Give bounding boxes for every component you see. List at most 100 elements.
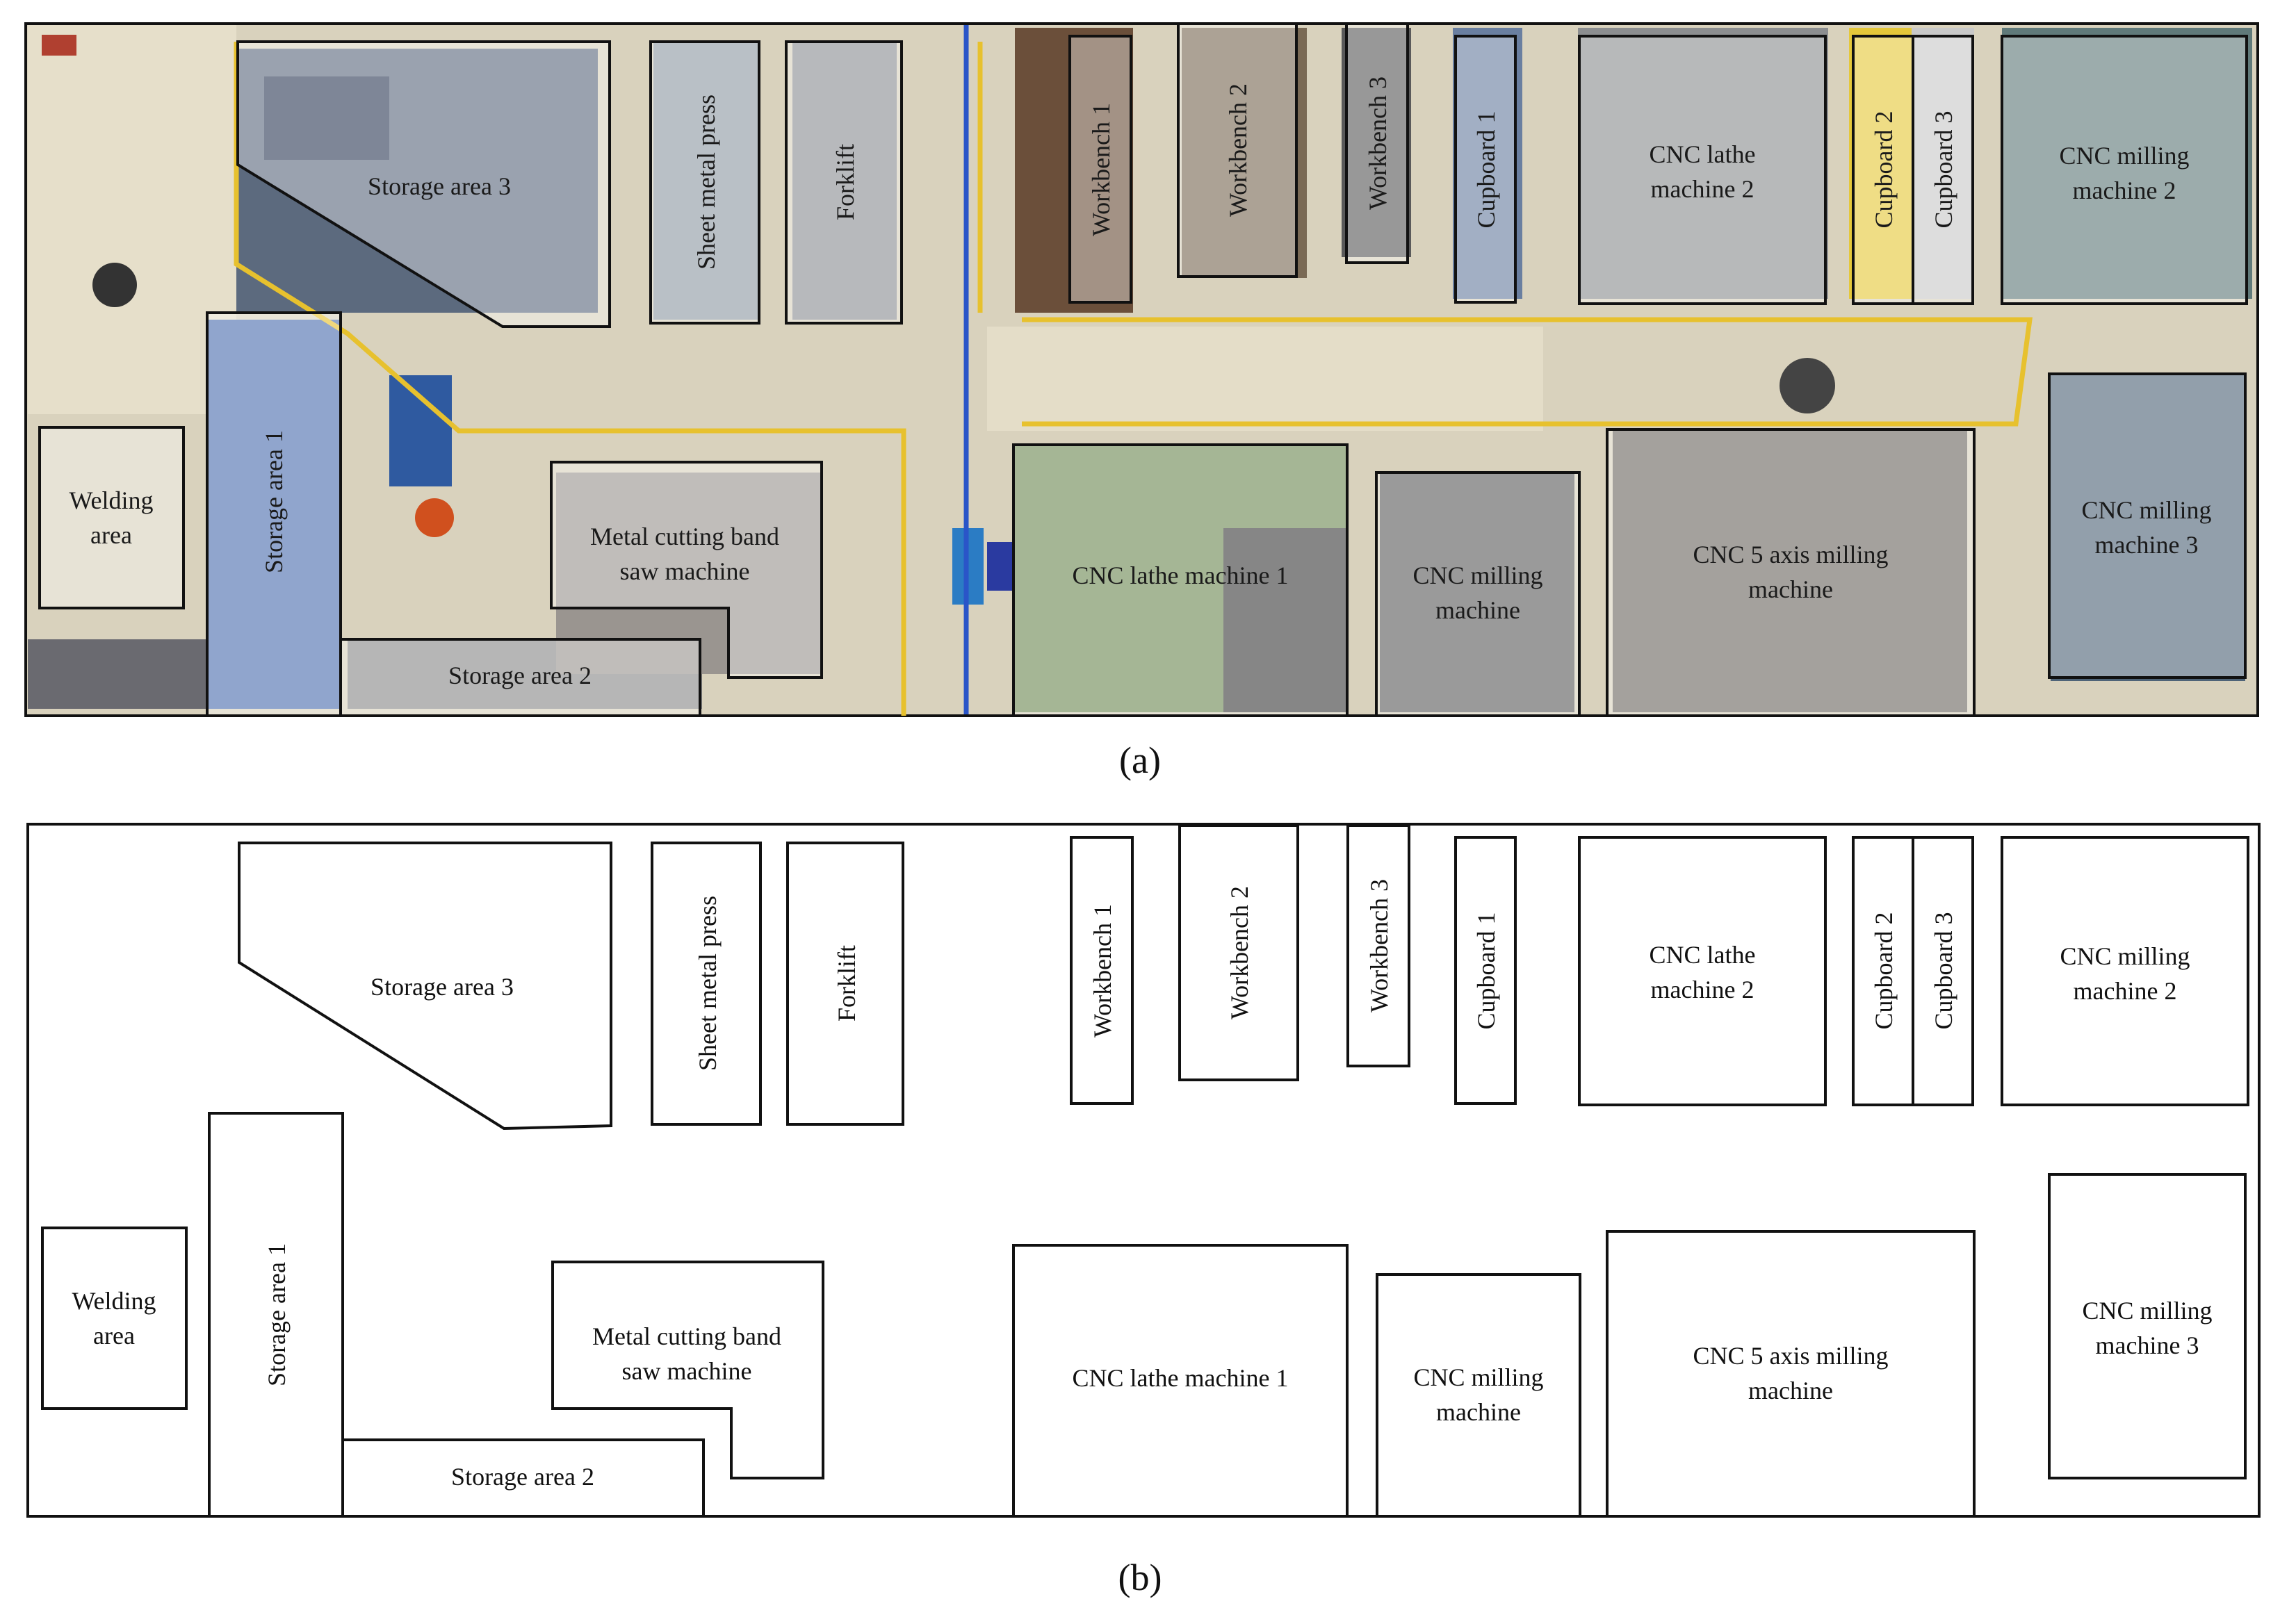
label-line: machine 2 xyxy=(2074,977,2177,1005)
label-workbench-1: Workbench 1 xyxy=(1089,904,1116,1037)
label-storage-area-2: Storage area 2 xyxy=(448,662,592,689)
label-workbench-1: Workbench 1 xyxy=(1087,103,1115,236)
zone-workbench-1 xyxy=(1068,35,1132,304)
label-line: saw machine xyxy=(620,557,750,585)
equipment-blob xyxy=(42,35,76,56)
label-line: machine 2 xyxy=(1651,976,1754,1003)
label-forklift: Forklift xyxy=(833,945,861,1022)
label-storage-area-1: Storage area 1 xyxy=(260,430,288,573)
label-band-saw: Metal cutting band saw machine xyxy=(590,523,779,585)
label-line: Welding xyxy=(69,486,153,514)
label-line: area xyxy=(93,1322,135,1350)
zone-cupboard-3 xyxy=(1912,35,1974,305)
zone-cnc-lathe-1 xyxy=(1012,443,1349,717)
panel-b-labels: Storage area 3 Sheet metal press Forklif… xyxy=(72,879,2212,1491)
equipment-blob xyxy=(1849,28,1912,299)
label-line: CNC 5 axis milling xyxy=(1693,1342,1888,1370)
label-line: Metal cutting band xyxy=(590,523,779,550)
label-line: Metal cutting band xyxy=(592,1322,781,1350)
panel-a: Storage area 3 Sheet metal press Forklif… xyxy=(24,22,2259,781)
label-workbench-3: Workbench 3 xyxy=(1364,76,1392,210)
caption-b: (b) xyxy=(1118,1557,1162,1598)
equipment-blob xyxy=(209,320,341,709)
zone-workbench-3 xyxy=(1346,824,1410,1067)
label-storage-area-3: Storage area 3 xyxy=(370,973,514,1001)
panel-a-zones xyxy=(38,22,2248,717)
label-line: CNC milling xyxy=(1413,1363,1543,1391)
label-storage-area-2: Storage area 2 xyxy=(451,1463,594,1491)
label-line: machine xyxy=(1748,575,1833,603)
zone-welding-area xyxy=(38,426,185,609)
label-line: machine xyxy=(1435,596,1520,624)
label-cnc-lathe-1: CNC lathe machine 1 xyxy=(1073,561,1289,589)
label-line: CNC milling xyxy=(2081,496,2211,524)
zone-band-saw xyxy=(551,1261,824,1479)
label-sheet-metal-press: Sheet metal press xyxy=(692,95,720,270)
safety-line xyxy=(1022,317,2033,427)
floor-light-patch xyxy=(987,327,1543,431)
safety-lines xyxy=(234,42,2033,716)
zone-cupboard-2 xyxy=(1852,35,1914,305)
label-cupboard-2: Cupboard 2 xyxy=(1870,912,1898,1030)
equipment-blob xyxy=(1613,431,1967,712)
zone-sheet-metal-press xyxy=(649,40,760,325)
equipment-blob xyxy=(1015,28,1133,313)
zone-storage-area-3 xyxy=(238,842,612,1131)
label-workbench-2: Workbench 2 xyxy=(1226,886,1253,1019)
zone-storage-area-1 xyxy=(206,311,342,717)
zone-storage-area-2 xyxy=(339,638,701,717)
label-line: CNC lathe xyxy=(1650,140,1756,168)
equipment-blob xyxy=(415,498,454,537)
equipment-blob xyxy=(2002,28,2252,299)
label-cnc-milling: CNC milling machine xyxy=(1412,561,1542,624)
label-line: machine xyxy=(1436,1398,1521,1426)
equipment-blob xyxy=(389,375,452,486)
zone-cnc-lathe-2 xyxy=(1578,35,1827,305)
label-cupboard-2: Cupboard 2 xyxy=(1870,111,1898,229)
equipment-blob xyxy=(1342,28,1411,257)
label-storage-area-1: Storage area 1 xyxy=(263,1243,291,1386)
zone-band-saw xyxy=(550,461,823,679)
equipment-blob xyxy=(653,42,758,320)
label-cnc-lathe-2: CNC lathe machine 2 xyxy=(1650,941,1756,1003)
label-line: Welding xyxy=(72,1287,156,1315)
zone-storage-area-3 xyxy=(236,40,611,328)
equipment-blob xyxy=(28,639,209,709)
panel-b: Storage area 3 Sheet metal press Forklif… xyxy=(26,823,2261,1598)
equipment-blob xyxy=(264,76,389,160)
label-cupboard-3: Cupboard 3 xyxy=(1930,111,1957,229)
label-storage-area-3: Storage area 3 xyxy=(368,172,511,200)
label-welding-area: Welding area xyxy=(72,1287,156,1350)
label-line: CNC lathe xyxy=(1650,941,1756,969)
zone-storage-area-1 xyxy=(208,1112,344,1518)
label-line: CNC milling xyxy=(2082,1297,2212,1324)
zone-cnc-milling-2 xyxy=(2001,35,2248,305)
zone-forklift xyxy=(786,842,904,1126)
zone-cnc-lathe-1 xyxy=(1012,1244,1349,1518)
zone-cnc-milling-3 xyxy=(2048,1173,2247,1479)
photo-equipment-background xyxy=(28,25,2252,712)
zone-cnc-milling-2 xyxy=(2001,836,2249,1106)
equipment-blob xyxy=(1182,28,1307,278)
safety-line xyxy=(234,42,906,716)
label-cnc-lathe-1: CNC lathe machine 1 xyxy=(1073,1364,1289,1392)
label-cnc-5axis: CNC 5 axis milling machine xyxy=(1693,541,1888,603)
label-cnc-milling: CNC milling machine xyxy=(1413,1363,1543,1426)
label-line: CNC 5 axis milling xyxy=(1693,541,1888,568)
zone-forklift xyxy=(785,40,903,325)
zone-workbench-1 xyxy=(1070,836,1134,1105)
label-line: area xyxy=(90,521,132,549)
label-line: CNC milling xyxy=(1412,561,1542,589)
zone-cupboard-1 xyxy=(1454,35,1517,304)
equipment-blob xyxy=(1780,358,1835,413)
equipment-blob xyxy=(1380,473,1574,712)
label-line: machine 2 xyxy=(2073,177,2176,204)
equipment-blob xyxy=(792,42,897,320)
zone-cnc-5axis xyxy=(1606,428,1976,717)
